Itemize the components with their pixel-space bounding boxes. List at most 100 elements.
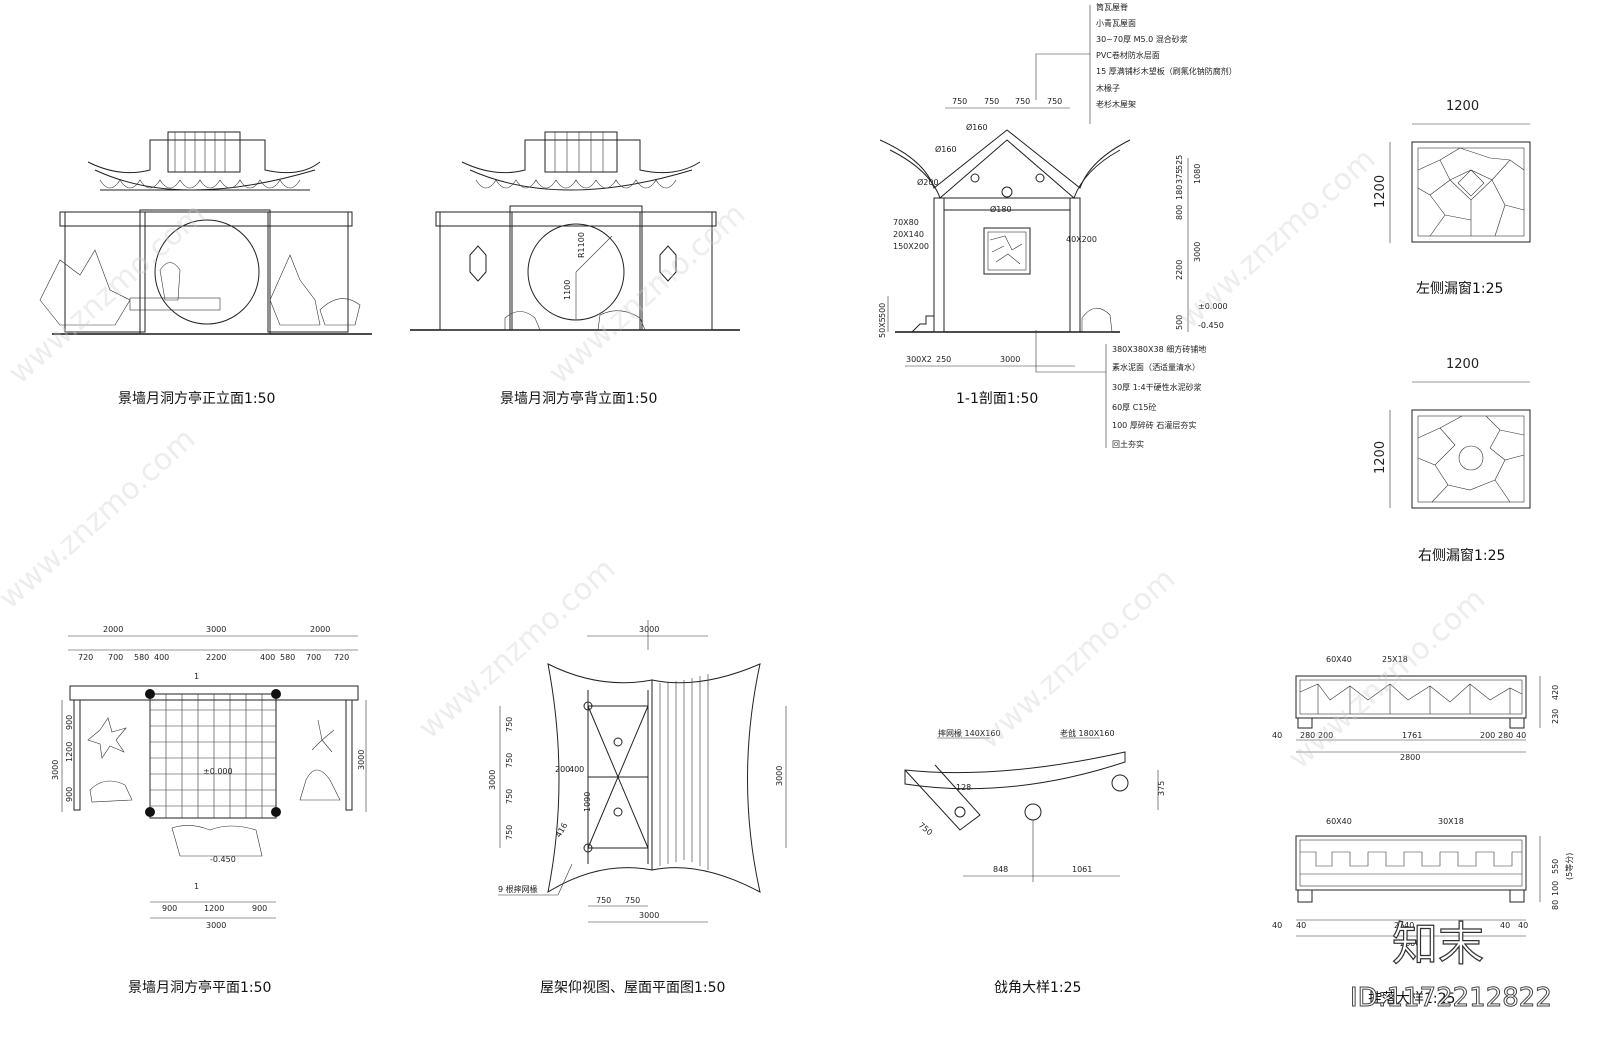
section-right-dim-8: 500 [1175, 315, 1184, 330]
plan-sub-dim-4: 400 [154, 653, 169, 662]
fascia1-dim-5: 200 [1480, 731, 1495, 740]
plan-sub-dim-2: 700 [108, 653, 123, 662]
title-plan: 景墙月洞方亭平面1:50 [128, 979, 271, 996]
plan-section-mark-bottom: 1 [194, 882, 199, 891]
logo-mark: 知末 [1392, 917, 1484, 971]
fascia2-total: 2800 [1400, 939, 1420, 948]
fascia1-dim-3: 200 [1318, 731, 1333, 740]
left-window-width: 1200 [1446, 99, 1479, 114]
section-dia-4: Ø180 [990, 204, 1012, 214]
plan-sub-dim-8: 700 [306, 653, 321, 662]
back-height-label: 1100 [563, 280, 572, 300]
section-left-dim-2: 50X5 [878, 317, 887, 338]
back-radius-label: R1100 [577, 232, 586, 258]
section-right-dim-1: 525 [1175, 155, 1184, 170]
roof-inner-2: 400 [569, 765, 584, 774]
floor-layer-6: 回土夯实 [1112, 439, 1144, 449]
title-left-window: 左侧漏窗1:25 [1416, 280, 1503, 297]
corner-bottom-dim-2: 1061 [1072, 865, 1092, 874]
fascia1-dim-4: 1761 [1402, 731, 1422, 740]
roof-bottom-dim-2: 750 [625, 896, 640, 905]
roof-top-dim: 3000 [639, 625, 659, 634]
corner-label-3: 128 [956, 783, 971, 792]
roof-layer-4: PVC卷材防水层面 [1096, 50, 1160, 60]
title-hanging-fascia: 挂落大样1:25 [1368, 991, 1455, 1007]
fascia2-right-2: (5等分) [1564, 853, 1574, 880]
section-right-dim-6: 3000 [1193, 242, 1202, 262]
section-member-3: 150X200 [893, 242, 929, 251]
fascia2-dim-3: 2640 [1394, 921, 1414, 930]
roof-left-dim-1: 750 [505, 717, 514, 732]
right-window-height: 1200 [1373, 441, 1388, 474]
floor-layer-1: 380X380X38 细方砖铺地 [1112, 344, 1206, 354]
roof-right-total: 3000 [775, 766, 784, 786]
plan-bottom-dim-2: 1200 [204, 904, 224, 913]
roof-layer-6: 木椽子 [1096, 83, 1120, 93]
roof-bottom-total: 3000 [639, 911, 659, 920]
roof-left-dim-3: 750 [505, 789, 514, 804]
title-right-window: 右侧漏窗1:25 [1418, 547, 1505, 564]
plan-top-dim-3: 2000 [310, 625, 330, 634]
title-section: 1-1剖面1:50 [956, 391, 1038, 407]
plan-top-dim-1: 2000 [103, 625, 123, 634]
right-window-detail: 1200 1200 [1373, 357, 1531, 509]
section-left-dim-1: 500 [878, 303, 887, 318]
section-bottom-dim-1: 300X2 [906, 355, 932, 364]
section-top-dim-2: 750 [984, 97, 999, 106]
roof-left-dim-4: 750 [505, 825, 514, 840]
section-level-1: ±0.000 [1198, 302, 1228, 311]
corner-detail: 摔网椽 140X160 老戗 180X160 128 750 375 848 1… [904, 728, 1166, 882]
roof-rafter-note: 9 根摔网椽 [498, 884, 538, 894]
fascia2-dim-4: 40 [1500, 921, 1510, 930]
fascia1-label-1: 60X40 [1326, 655, 1352, 664]
section-level-2: -0.450 [1198, 321, 1224, 330]
plan-sub-dim-3: 580 [134, 653, 149, 662]
watermark-6: www.znzmo.com [972, 562, 1182, 756]
section-top-dim-3: 750 [1015, 97, 1030, 106]
plan-sub-dim-6: 400 [260, 653, 275, 662]
corner-label-1: 摔网椽 140X160 [938, 728, 1001, 738]
watermark-layer: www.znzmo.com www.znzmo.com www.znzmo.co… [0, 142, 1492, 776]
fascia1-right-1: 420 [1551, 685, 1560, 700]
plan-view: 2000 3000 2000 720 700 580 400 2200 400 … [51, 625, 367, 930]
fascia1-label-2: 25X18 [1382, 655, 1408, 664]
plan-bottom-dim-1: 900 [162, 904, 177, 913]
corner-label-5: 375 [1157, 781, 1166, 796]
section-top-dim-4: 750 [1047, 97, 1062, 106]
plan-sub-dim-1: 720 [78, 653, 93, 662]
section-member-2: 20X140 [893, 230, 924, 239]
plan-sub-dim-7: 580 [280, 653, 295, 662]
fascia-detail: 60X40 25X18 40 280 200 1761 200 280 40 2… [1272, 655, 1574, 948]
plan-left-dim-1: 900 [65, 715, 74, 730]
fascia1-total: 2800 [1400, 753, 1420, 762]
plan-right-total: 3000 [357, 750, 366, 770]
section-dia-1: Ø160 [966, 122, 988, 132]
watermark-4: www.znzmo.com [0, 422, 202, 616]
section-right-dim-7: 2200 [1175, 260, 1184, 280]
left-window-height: 1200 [1373, 175, 1388, 208]
corner-label-2: 老戗 180X160 [1060, 728, 1115, 738]
section-top-dim-1: 750 [952, 97, 967, 106]
roof-layers-callout: 筒瓦屋脊 小青瓦屋面 30~70厚 M5.0 混合砂浆 PVC卷材防水层面 15… [1096, 2, 1237, 109]
plan-left-dim-3: 900 [65, 787, 74, 802]
section-bottom-dim-3: 3000 [1000, 355, 1020, 364]
plan-level-outer: -0.450 [210, 855, 236, 864]
fascia1-dim-2: 280 [1300, 731, 1315, 740]
section-right-dim-3: 1080 [1193, 164, 1202, 184]
roof-inner-4: 416 [554, 821, 569, 839]
title-back-elevation: 景墙月洞方亭背立面1:50 [500, 390, 657, 407]
logo-id: ID:1172212822 [1350, 983, 1552, 1013]
plan-bottom-dim-3: 900 [252, 904, 267, 913]
roof-plan: 3000 3000 750 750 750 750 3000 200 400 1… [488, 620, 787, 923]
fascia2-dim-5: 40 [1518, 921, 1528, 930]
fascia2-label-1: 60X40 [1326, 817, 1352, 826]
section-member-1: 70X80 [893, 218, 919, 227]
section-right-dim-2: 375 [1175, 169, 1184, 184]
left-window-detail: 1200 1200 [1373, 99, 1531, 243]
roof-layer-2: 小青瓦屋面 [1096, 18, 1136, 28]
floor-layer-4: 60厚 C15砼 [1112, 402, 1157, 412]
fascia1-right-2: 230 [1551, 709, 1560, 724]
fascia1-dim-7: 40 [1516, 731, 1526, 740]
title-roof-plan: 屋架仰视图、屋面平面图1:50 [540, 980, 725, 996]
